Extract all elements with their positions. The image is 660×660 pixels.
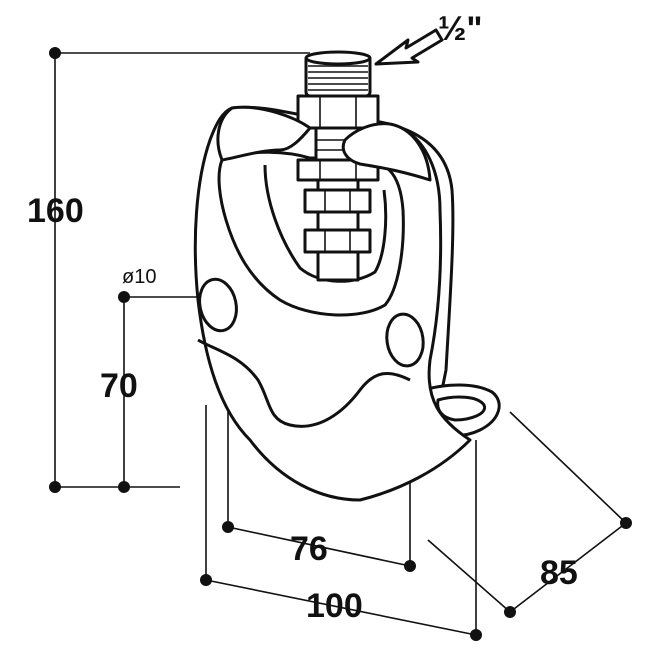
thread-arrow [374,28,444,66]
label-hole-diameter: ø10 [122,266,156,288]
mount-hole-right [385,312,425,368]
label-spacing-76: 76 [290,530,328,568]
label-depth-85: 85 [540,554,578,592]
dimension-70 [118,291,215,493]
bracket-lower-edge [197,338,411,428]
dimension-85 [427,411,632,618]
label-height-70: 70 [100,367,138,405]
label-width-100: 100 [306,587,363,625]
dimension-160 [49,47,310,493]
threaded-fitting [296,50,380,282]
bracket-top-strap [216,105,312,162]
label-height-160: 160 [27,192,84,230]
bracket-part [193,50,501,502]
label-thread-size: ½" [438,10,482,48]
bracket-top-strap-right [341,122,432,182]
mount-hole-left [198,277,238,333]
dimension-100 [200,405,482,641]
